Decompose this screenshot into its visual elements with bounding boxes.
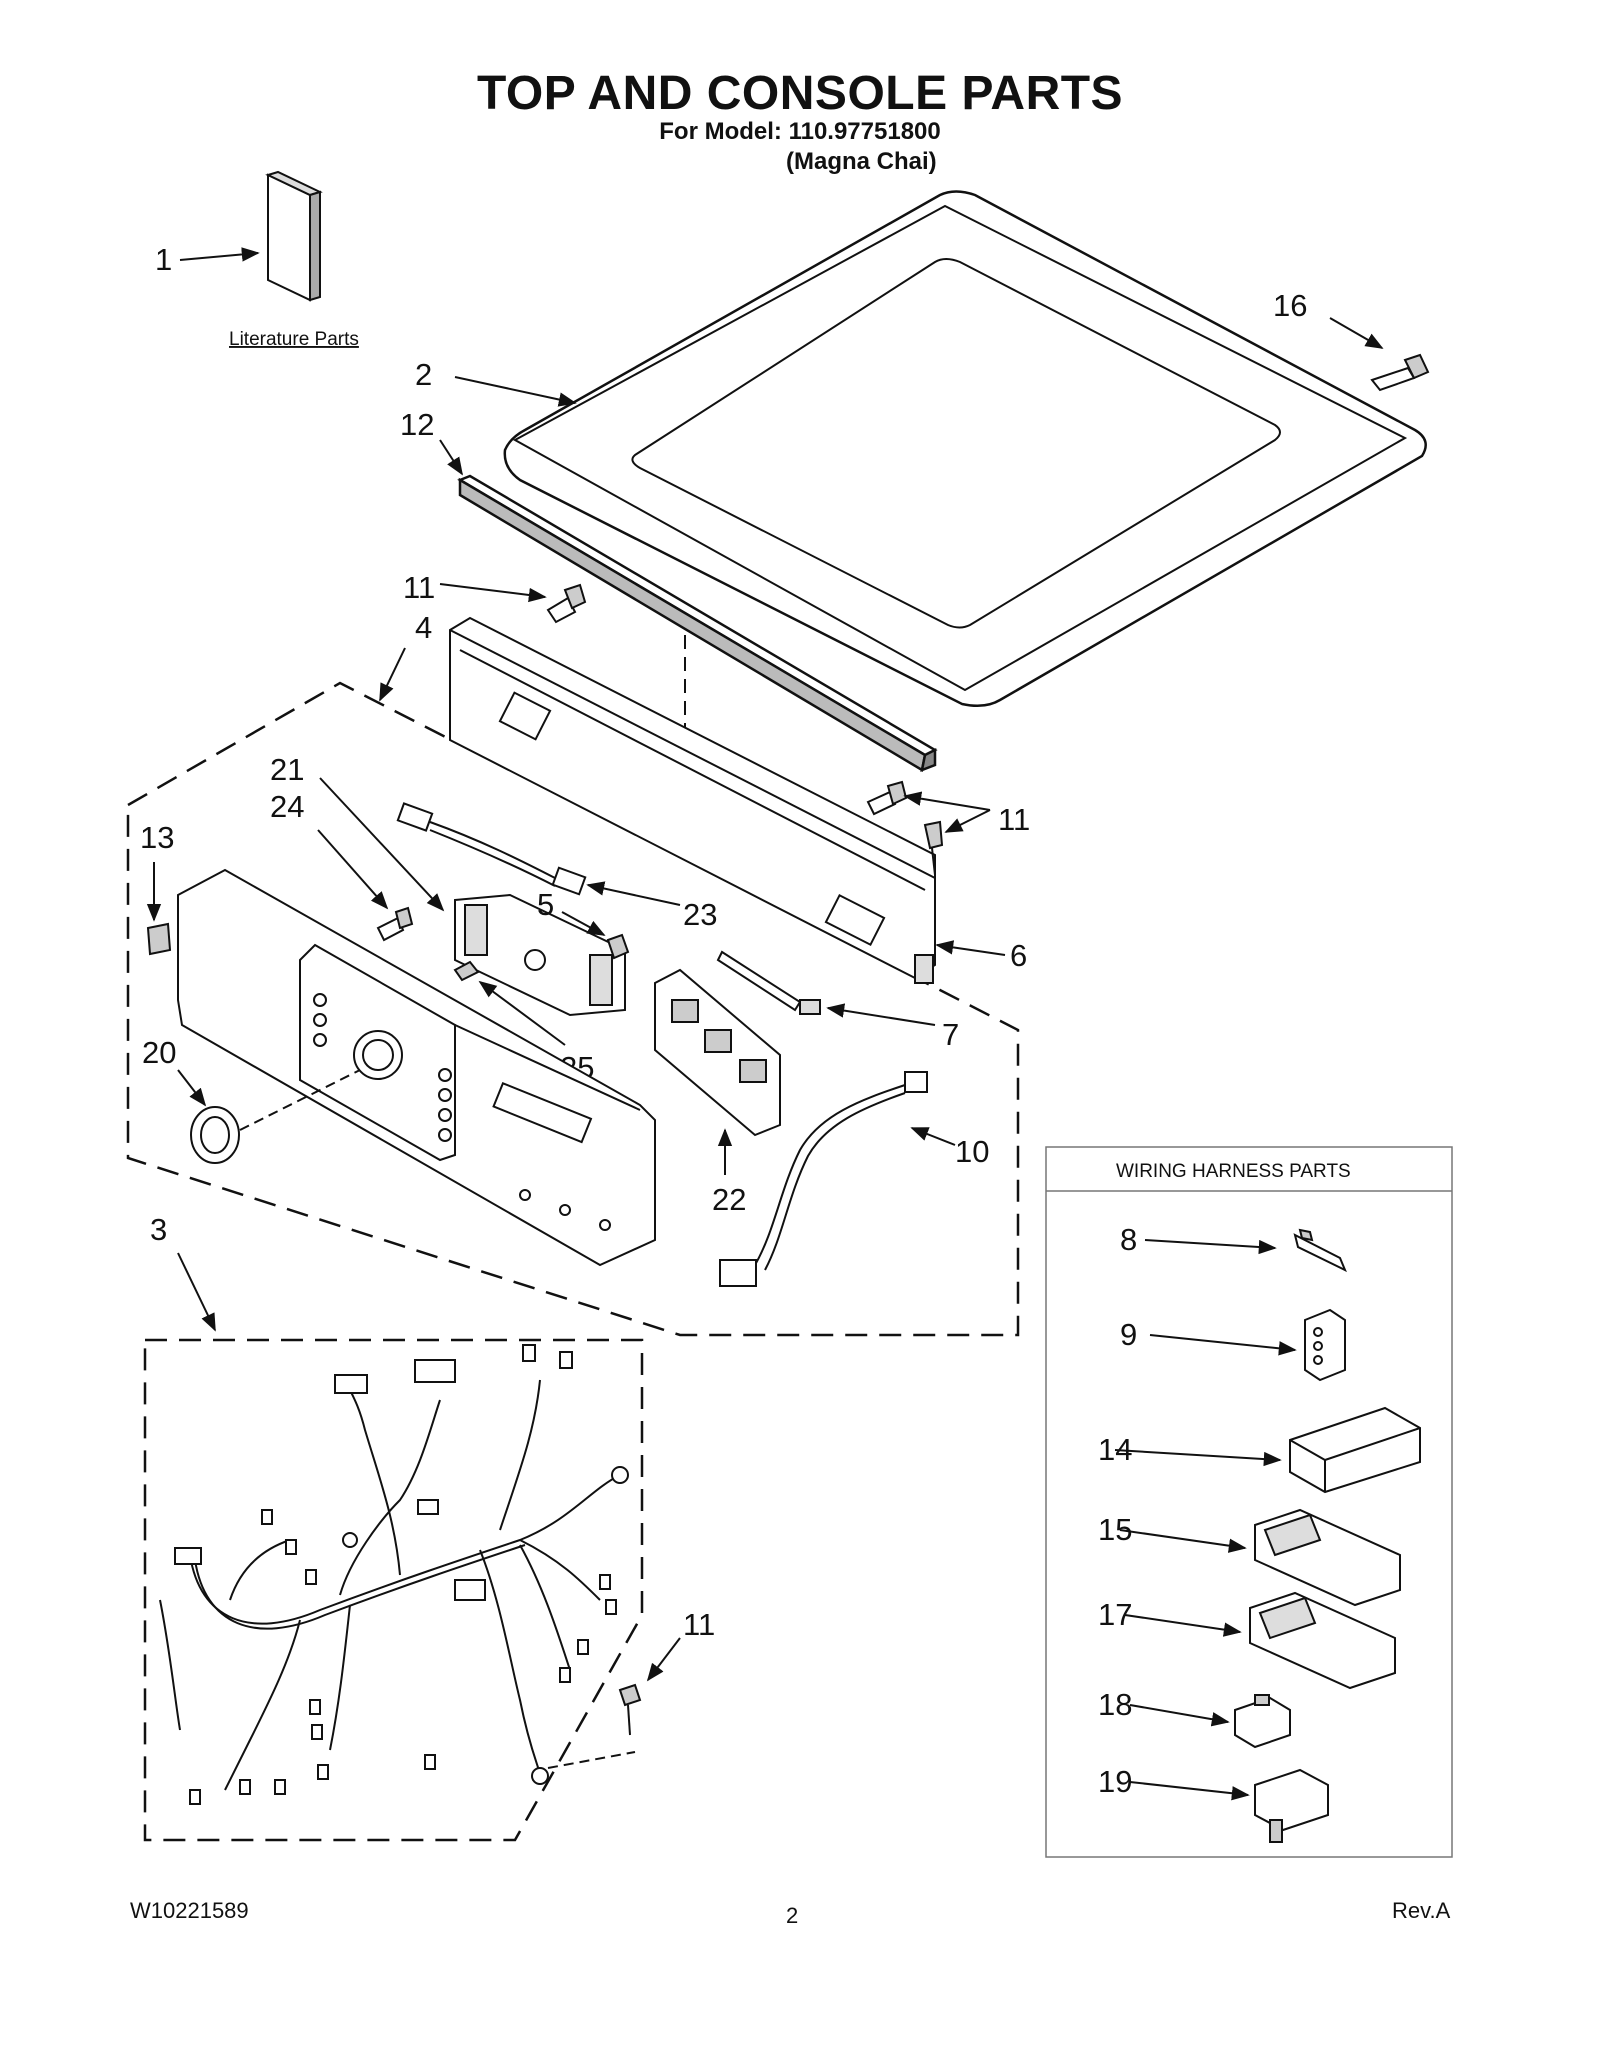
callout-arrow — [478, 980, 566, 1046]
callout-24: 24 — [270, 789, 304, 824]
screw-24 — [376, 906, 414, 942]
callout-7: 7 — [942, 1017, 959, 1052]
alignment-line — [239, 1069, 361, 1131]
model-line: For Model: 110.97751800 — [659, 118, 941, 145]
ui-module — [454, 893, 626, 1017]
console-assembly-outline — [126, 681, 1020, 1337]
document-number: W10221589 — [130, 1898, 249, 1923]
callout-arrow — [179, 247, 260, 262]
console-bracket — [449, 616, 936, 984]
callout-14: 14 — [1098, 1432, 1132, 1467]
harness-connectors — [174, 1344, 629, 1805]
callout-1: 1 — [155, 242, 172, 277]
callout-16: 16 — [1273, 288, 1307, 323]
callout-arrow — [903, 791, 991, 811]
wiring-harness-box — [1045, 1146, 1453, 1858]
callout-9: 9 — [1120, 1317, 1137, 1352]
callout-arrow — [1129, 1781, 1250, 1801]
harness-10 — [719, 1071, 928, 1287]
callout-arrow — [944, 809, 991, 833]
top-panel — [503, 190, 1427, 708]
part-5 — [606, 933, 630, 960]
callout-arrow — [317, 829, 389, 910]
part-13 — [146, 922, 172, 956]
callout-2: 2 — [415, 357, 432, 392]
callout-11-right: 11 — [998, 802, 1030, 837]
console-panel — [177, 868, 656, 1267]
model-name: (Magna Chai) — [786, 148, 937, 175]
callout-23: 23 — [683, 897, 717, 932]
callout-3: 3 — [150, 1212, 167, 1247]
terminal-8 — [1293, 1228, 1347, 1273]
callout-arrow — [646, 1637, 681, 1682]
callout-arrow — [379, 647, 406, 702]
callout-arrow — [439, 583, 547, 603]
screw-11-lower — [618, 1683, 642, 1736]
callout-22: 22 — [712, 1182, 746, 1217]
connector-18 — [1234, 1694, 1291, 1749]
callout-arrow — [1129, 1704, 1230, 1727]
connector-9 — [1304, 1308, 1346, 1382]
callout-arrow — [1149, 1334, 1297, 1356]
housing-15 — [1254, 1508, 1401, 1607]
wiring-box-title: WIRING HARNESS PARTS — [1116, 1161, 1351, 1182]
connector-14 — [1289, 1406, 1421, 1494]
callout-15: 15 — [1098, 1512, 1132, 1547]
callout-arrow — [1114, 1449, 1282, 1467]
main-harness — [159, 1379, 621, 1791]
part-7-tie — [716, 950, 821, 1015]
callout-21: 21 — [270, 752, 304, 787]
housing-17 — [1249, 1591, 1396, 1690]
callout-17: 17 — [1098, 1597, 1132, 1632]
callout-20: 20 — [142, 1035, 176, 1070]
callout-arrow — [586, 881, 681, 906]
callout-arrow — [177, 1252, 216, 1332]
callout-4: 4 — [415, 610, 432, 645]
callout-arrow — [935, 940, 1006, 956]
literature-booklet — [265, 170, 323, 302]
callout-arrow — [1119, 1529, 1247, 1553]
callout-5: 5 — [537, 887, 554, 922]
callout-10: 10 — [955, 1134, 989, 1169]
callout-arrow — [826, 1003, 936, 1026]
callout-11-upper: 11 — [403, 570, 435, 605]
screw-16 — [1370, 353, 1430, 392]
part-25 — [453, 960, 480, 982]
callout-19: 19 — [1098, 1764, 1132, 1799]
callout-12: 12 — [400, 407, 434, 442]
revision: Rev.A — [1392, 1898, 1451, 1923]
alignment-line — [547, 1751, 636, 1769]
main-harness-outline — [143, 1338, 644, 1842]
callout-arrow — [910, 1127, 956, 1146]
callout-18: 18 — [1098, 1687, 1132, 1722]
callout-arrow — [1124, 1614, 1242, 1637]
callout-arrow — [439, 439, 463, 476]
callout-arrow — [1329, 317, 1384, 349]
callout-arrow — [319, 777, 445, 912]
page-number: 2 — [786, 1903, 799, 1928]
callout-6: 6 — [1010, 938, 1027, 973]
screw-11-upper — [546, 583, 587, 624]
knob-20 — [190, 1106, 240, 1164]
control-board — [654, 968, 781, 1137]
callout-arrow — [561, 911, 606, 936]
page-title: TOP AND CONSOLE PARTS — [476, 67, 1124, 120]
callout-8: 8 — [1120, 1222, 1137, 1257]
callout-13: 13 — [140, 820, 174, 855]
connector-19 — [1254, 1768, 1329, 1843]
harness-23 — [396, 802, 587, 896]
callout-arrow — [454, 376, 577, 407]
callout-arrow — [177, 1069, 207, 1107]
callout-11-lower: 11 — [683, 1607, 715, 1642]
literature-parts-label: Literature Parts — [229, 329, 359, 350]
seal-strip — [457, 474, 938, 772]
callout-arrow — [1144, 1239, 1277, 1255]
